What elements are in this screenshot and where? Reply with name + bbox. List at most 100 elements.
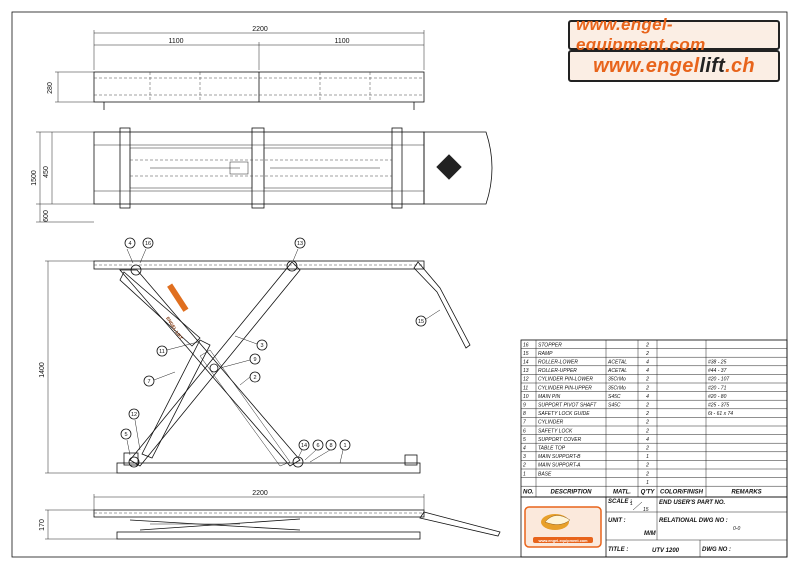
cylinder — [141, 339, 211, 459]
website-main-text: www.engel-equipment.com — [576, 15, 706, 54]
bom-header-description: DESCRIPTION — [550, 490, 592, 496]
balloon-7: 7 — [143, 371, 176, 387]
balloon-8: 8 — [309, 439, 337, 463]
bom-row-remarks: #20 - 107 — [708, 377, 729, 383]
lift-url-part2: lift — [699, 54, 726, 77]
bom-header-qty: Q'TY — [641, 490, 656, 496]
bom-row-no: 8 — [523, 411, 526, 417]
website-banner-main[interactable]: www.engel-equipment.com — [568, 15, 780, 54]
svg-text:14: 14 — [301, 443, 307, 449]
dim-plan-1500: 1500 — [31, 170, 38, 186]
bom-row-description: CYLINDER PIN-LOWER — [538, 377, 593, 383]
main-support-b — [129, 261, 301, 467]
bom-row-material: ACETAL — [607, 360, 627, 366]
bom-row-qty: 2 — [645, 403, 649, 409]
dim-side-height: 280 — [47, 82, 54, 94]
dim-bottom-total: 2200 — [252, 490, 268, 497]
dim-plan-450: 450 — [43, 166, 50, 178]
bom-row-remarks: #44 - 37 — [708, 368, 727, 374]
bom-row-qty: 2 — [645, 411, 649, 417]
bom-row-no: 14 — [523, 360, 529, 366]
dwg-no-label: DWG NO : — [702, 547, 731, 553]
bom-row-material: 35CrMo — [608, 377, 626, 383]
bom-row-material: 35CrMo — [608, 385, 626, 391]
svg-text:1: 1 — [343, 443, 346, 449]
bom-row-description: RAMP — [538, 351, 553, 357]
bom-row-description: MAIN SUPPORT-A — [538, 463, 581, 469]
balloon-16: 16 — [139, 237, 154, 264]
bom-row-qty: 1 — [646, 480, 649, 486]
website-banner-lift[interactable]: www.engellift.ch — [568, 50, 780, 82]
bom-row-description: MAIN SUPPORT-B — [538, 454, 581, 460]
bom-row-qty: 2 — [645, 463, 649, 469]
bom-header-color: COLOR/FINISH — [660, 490, 704, 496]
bom-row-no: 12 — [523, 377, 529, 383]
relational-label: RELATIONAL DWG NO : — [659, 518, 728, 524]
scale-num: 1 — [630, 501, 633, 507]
svg-text:8: 8 — [329, 443, 332, 449]
title-block: SCALE : 1 15 END USER'S PART NO. UNIT : … — [520, 496, 788, 558]
bom-row-remarks: #20 - 71 — [708, 385, 727, 391]
bom-row-qty: 2 — [645, 446, 649, 452]
lift-url-part3: .ch — [725, 54, 755, 77]
dim-top-half-right: 1100 — [334, 38, 349, 45]
svg-text:12: 12 — [131, 412, 137, 418]
bom-header-remarks: REMARKS — [731, 490, 761, 496]
plan-view: 450 1500 600 — [31, 127, 493, 223]
bom-row-material: S45C — [608, 394, 621, 400]
scale-label: SCALE : — [608, 499, 632, 505]
website-lift-text: www.engellift.ch — [587, 55, 761, 78]
bom-row-description: BASE — [538, 471, 552, 477]
bom-row-description: SAFETY LOCK GUIDE — [538, 411, 590, 417]
lift-url-part1: www.engel — [593, 54, 700, 77]
bom-row-qty: 4 — [646, 368, 649, 374]
sheet-border — [11, 11, 788, 558]
balloon-12: 12 — [128, 408, 141, 451]
svg-text:11: 11 — [159, 349, 165, 355]
bom-row-no: 4 — [523, 446, 526, 452]
logo-text: www.engel-equipment.com — [537, 539, 588, 543]
bom-row-description: CYLINDER PIN-UPPER — [538, 385, 592, 391]
title-value: UTV 1200 — [652, 548, 680, 554]
bom-row-qty: 4 — [646, 360, 649, 366]
bom-row-material: S45C — [608, 403, 621, 409]
bom-row-no: 1 — [523, 471, 526, 477]
balloon-4: 4 — [124, 237, 136, 264]
bom-header-no: NO. — [523, 490, 534, 496]
svg-text:6: 6 — [316, 443, 319, 449]
bom-row-qty: 2 — [645, 420, 649, 426]
scale-den: 15 — [643, 507, 649, 513]
bom-row-qty: 4 — [646, 394, 649, 400]
title-label: TITLE : — [608, 547, 628, 553]
bom-row-qty: 2 — [645, 428, 649, 434]
bom-row-qty: 4 — [646, 437, 649, 443]
dim-elev-height: 1400 — [39, 362, 46, 378]
lowered-elevation-view: 2200 170 — [39, 490, 501, 540]
unit-label: UNIT : — [608, 518, 626, 524]
svg-text:9: 9 — [253, 357, 256, 363]
dim-bottom-height: 170 — [39, 519, 46, 531]
unit-value: M/M — [644, 531, 657, 537]
bom-row-description: ROLLER-LOWER — [538, 360, 578, 366]
svg-text:3: 3 — [260, 343, 263, 349]
company-logo: www.engel-equipment.com — [524, 506, 602, 548]
bom-row-no: 10 — [523, 394, 529, 400]
top-elevation-view: 2200 1100 1100 280 — [47, 26, 425, 110]
relational-value: 0-0 — [733, 526, 740, 532]
svg-text:4: 4 — [128, 241, 131, 247]
ramp-grip-pattern — [436, 154, 462, 180]
bom-row-material: ACETAL — [607, 368, 627, 374]
raised-elevation-view: ENGEL LIFT 1400 4 16 13 15 11 3 9 7 2 12… — [39, 237, 471, 474]
bom-row-qty: 2 — [645, 351, 649, 357]
bom-row-no: 3 — [523, 454, 526, 460]
balloon-14: 14 — [297, 439, 310, 459]
bom-row-no: 15 — [523, 351, 529, 357]
balloon-1: 1 — [339, 439, 351, 464]
svg-text:13: 13 — [297, 241, 303, 247]
bom-row-description: CYLINDER — [538, 420, 564, 426]
bom-row-no: 16 — [523, 342, 529, 348]
ramp — [413, 261, 471, 349]
